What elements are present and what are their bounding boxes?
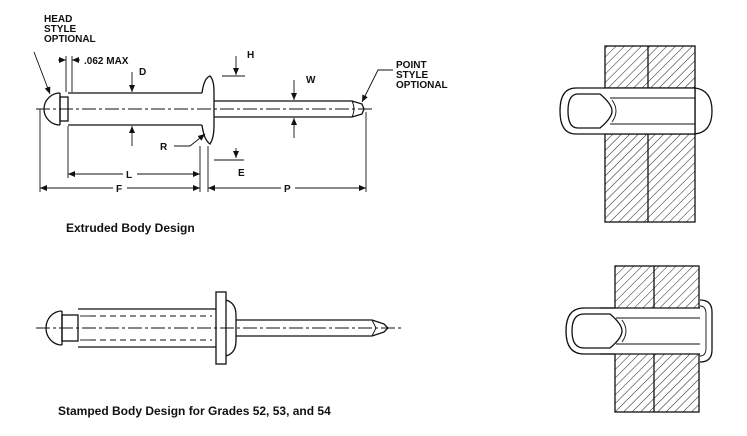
dim-label-e: E xyxy=(238,168,245,179)
stamped-installed-section xyxy=(565,265,713,413)
dim-label-h: H xyxy=(247,50,254,61)
stamped-caption: Stamped Body Design for Grades 52, 53, a… xyxy=(58,404,331,418)
point-style-label-1: POINT xyxy=(396,60,427,71)
extruded-caption: Extruded Body Design xyxy=(66,221,195,235)
extruded-installed-section xyxy=(559,45,713,223)
dim-label-r: R xyxy=(160,142,168,153)
dim-label-l: L xyxy=(126,170,132,181)
point-style-label-2: STYLE xyxy=(396,70,429,81)
dim-label-p: P xyxy=(284,184,291,195)
stamped-rivet-side-view xyxy=(36,291,402,365)
dim-label-f: F xyxy=(116,184,122,195)
head-style-label-1: HEAD xyxy=(44,14,72,25)
head-style-label-3: OPTIONAL xyxy=(44,34,96,45)
extruded-rivet-side-view: HEAD STYLE OPTIONAL .062 MAX D H W R L E… xyxy=(33,14,448,195)
point-style-label-3: OPTIONAL xyxy=(396,80,448,91)
head-style-label-2: STYLE xyxy=(44,24,77,35)
dim-label-d: D xyxy=(139,67,146,78)
max-thickness-label: .062 MAX xyxy=(84,56,129,67)
dim-label-w: W xyxy=(306,75,316,86)
